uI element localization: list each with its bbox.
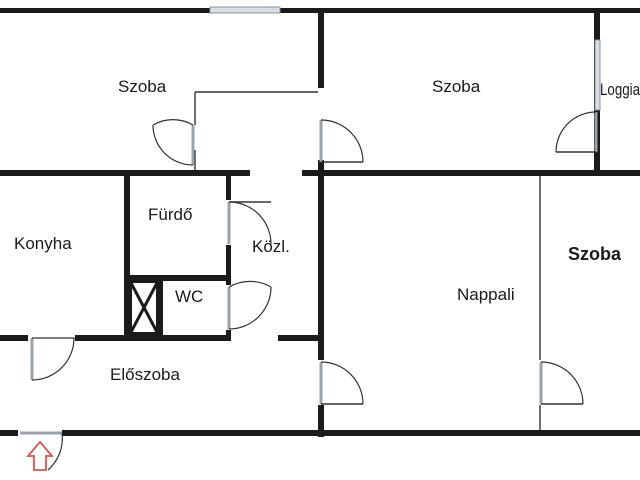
label-loggia: Loggia [600, 80, 640, 99]
wall-nappali-left-low [318, 405, 324, 437]
label-furdo: Fürdő [148, 205, 192, 224]
door-entrance [20, 431, 63, 471]
door-szoba-top-left [152, 119, 195, 166]
label-wc: WC [175, 287, 203, 306]
door-szoba-top-mid [319, 119, 364, 163]
label-kozl: Közl. [252, 237, 290, 256]
wall-furdo-right-top [226, 170, 231, 200]
wall-mid-right [302, 170, 640, 176]
door-wc [227, 280, 272, 330]
label-szoba-top-left: Szoba [118, 77, 167, 96]
door-konyha [30, 337, 75, 381]
wall-kitchen-bottom-b [75, 335, 231, 341]
door-szoba-right [539, 361, 584, 405]
label-konyha: Konyha [14, 234, 72, 253]
label-eloszoba: Előszoba [110, 365, 180, 384]
label-szoba-right: Szoba [568, 244, 622, 264]
door-furdo [227, 201, 272, 245]
wall-top-right [320, 8, 640, 13]
wall-nappali-left [318, 170, 324, 360]
door-nappali [319, 361, 364, 405]
wall-kitchen-bottom-a [0, 335, 28, 341]
entrance-arrow-icon [26, 440, 54, 471]
wall-v-mid-lower [318, 160, 324, 175]
window-top [209, 6, 281, 14]
wall-furdo-left [124, 170, 130, 340]
wall-bottom-left [0, 430, 18, 436]
wall-kozl-bottom [278, 335, 324, 341]
wall-top-left [0, 8, 325, 13]
door-loggia [555, 111, 598, 153]
label-szoba-top-mid: Szoba [432, 77, 481, 96]
shaft-cross-2 [128, 280, 160, 335]
wall-wc-left [158, 280, 163, 340]
walls [0, 6, 640, 437]
wall-furdo-bottom [124, 275, 231, 281]
doors [20, 111, 598, 471]
label-nappali: Nappali [457, 285, 515, 304]
wall-furdo-right-mid [226, 245, 231, 285]
wall-v-mid [318, 8, 324, 88]
window-loggia [594, 39, 601, 111]
wall-bottom-right [62, 430, 640, 436]
